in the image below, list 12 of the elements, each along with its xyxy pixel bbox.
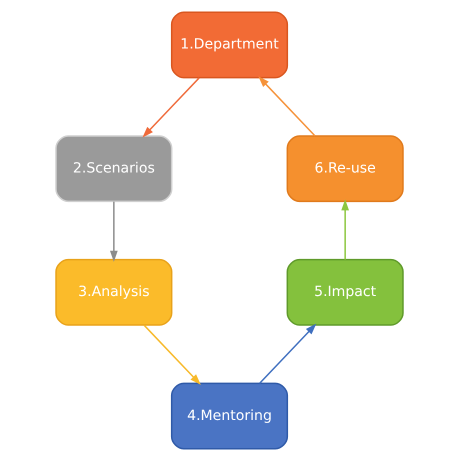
node-box: 3.Analysis <box>55 258 172 326</box>
node-box: 2.Scenarios <box>55 135 172 202</box>
node-box: 4.Mentoring <box>170 382 288 450</box>
node-box: 6.Re-use <box>286 135 404 202</box>
arrow <box>341 199 350 260</box>
arrow <box>258 76 316 136</box>
arrow <box>110 202 118 262</box>
arrow <box>144 324 201 385</box>
node-box: 1.Department <box>170 12 288 78</box>
arrow <box>142 77 200 138</box>
arrow <box>259 324 316 384</box>
node-box: 5.Impact <box>286 258 404 326</box>
